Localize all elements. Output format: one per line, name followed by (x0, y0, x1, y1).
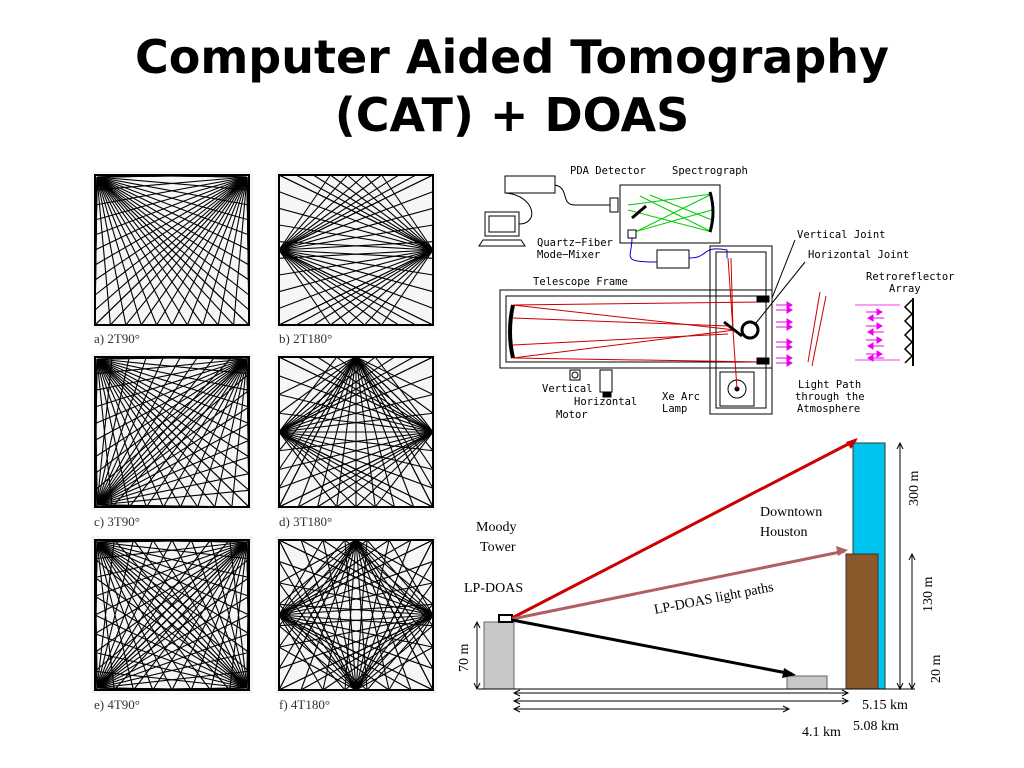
retroreflector-array (903, 299, 914, 364)
fiber-input (627, 229, 637, 239)
red-light-path (511, 438, 857, 620)
vertical-motor (569, 369, 581, 381)
moody-tower (483, 621, 515, 690)
ray-fan (278, 539, 434, 691)
retroreflector-beams (855, 304, 900, 361)
panel-border (94, 174, 250, 326)
label-motor-vertical: Vertical (542, 383, 593, 395)
label-motor-horizontal: Horizontal (574, 396, 637, 408)
label-mode-mixer: Mode−Mixer (537, 249, 600, 261)
label-xe-arc: Xe Arc (662, 391, 700, 403)
vertical-joint-leader (771, 239, 796, 299)
spectrograph-box (619, 184, 721, 244)
label-vertical-joint: Vertical Joint (797, 229, 886, 241)
building-brown (845, 553, 879, 690)
telescope-beams (512, 257, 767, 390)
monitor-cable (504, 192, 533, 225)
horizontal-motor-shaft (599, 369, 613, 393)
label-moody: Moody (476, 520, 516, 535)
title-line-1: Computer Aided Tomography (134, 30, 889, 84)
panel-caption-d: d) 3T180° (279, 514, 332, 529)
tomography-panel-f (275, 536, 437, 694)
panel-caption-a: a) 2T90° (94, 331, 140, 346)
label-4-1km: 4.1 km (802, 725, 841, 740)
mode-mixer-box (656, 249, 690, 269)
panel-border (278, 174, 434, 326)
label-300m: 300 m (907, 471, 922, 507)
atmosphere-line (807, 291, 821, 363)
lp-doas-instrument (498, 614, 513, 623)
label-tower: Tower (480, 540, 516, 555)
panel-border (94, 356, 250, 508)
ray-fan (94, 356, 250, 508)
panel-caption-c: c) 3T90° (94, 514, 140, 529)
panel-caption-e: e) 4T90° (94, 697, 140, 712)
horizontal-joint-ring (740, 320, 760, 340)
panel-background (275, 536, 437, 694)
label-houston: Houston (760, 525, 807, 540)
tomography-panel-b (275, 171, 437, 329)
panel-background (275, 171, 437, 329)
tomography-panel-e (91, 536, 253, 694)
label-70m: 70 m (457, 644, 472, 673)
telescope-frame (499, 289, 773, 369)
black-light-path (511, 618, 793, 676)
outgoing-light-arrows (776, 301, 793, 367)
label-motor: Motor (556, 409, 588, 421)
label-pda-detector: PDA Detector (570, 165, 646, 177)
label-light-path: Light Path (798, 379, 861, 391)
grating (631, 204, 647, 220)
data-cable (554, 184, 612, 206)
retroreflector-arrows (866, 308, 884, 362)
height-arrows (473, 441, 916, 691)
panel-border (278, 539, 434, 691)
primary-mirror (508, 304, 515, 359)
label-horizontal-joint: Horizontal Joint (808, 249, 909, 261)
pda-detector (609, 197, 619, 213)
label-retroreflector: Retroreflector (866, 271, 955, 283)
ray-fan (278, 174, 434, 326)
label-spectrograph: Spectrograph (672, 165, 748, 177)
label-atmosphere: Atmosphere (797, 403, 860, 415)
quartz-fiber (629, 237, 658, 263)
houston-diagram (473, 438, 916, 713)
slide-title: Computer Aided Tomography (CAT) + DOAS (0, 28, 1024, 144)
panel-caption-f: f) 4T180° (279, 697, 330, 712)
label-lp-doas: LP-DOAS (464, 581, 523, 596)
small-building (786, 675, 828, 690)
label-telescope-frame: Telescope Frame (533, 276, 628, 288)
panel-border (278, 356, 434, 508)
tomography-panels: a) 2T90° b) 2T180° c) 3T90° d) 3T180° e)… (91, 171, 437, 712)
instrument-schematic (478, 175, 914, 415)
tomography-panel-d (275, 353, 437, 511)
tomography-panel-a (91, 171, 253, 329)
label-lamp: Lamp (662, 403, 687, 415)
tomography-panel-c (91, 353, 253, 511)
label-5-15km: 5.15 km (862, 698, 908, 713)
distance-arrows (512, 689, 850, 713)
label-array: Array (889, 283, 921, 295)
spectrograph-beams (627, 193, 713, 233)
xe-lamp-housing (719, 371, 755, 407)
spectrograph-mirror (708, 191, 715, 233)
label-20m: 20 m (929, 655, 944, 684)
label-quartz-fiber: Quartz−Fiber (537, 237, 613, 249)
label-downtown: Downtown (760, 505, 822, 520)
horizontal-joint-leader (755, 261, 806, 324)
title-line-2: (CAT) + DOAS (334, 88, 690, 142)
computer-icon (478, 211, 526, 247)
brown-light-path (511, 549, 846, 621)
flat-mirror (723, 320, 743, 338)
fiber-to-telescope (688, 248, 728, 259)
label-through-the: through the (795, 391, 865, 403)
instrument-labels: PDA Detector Spectrograph Quartz−Fiber M… (533, 165, 955, 421)
panel-border (94, 539, 250, 691)
controller-box (504, 175, 556, 194)
label-130m: 130 m (921, 577, 936, 613)
panel-caption-b: b) 2T180° (279, 331, 332, 346)
ray-fan (278, 356, 434, 508)
vertical-joint-block (756, 295, 770, 303)
label-5-08km: 5.08 km (853, 719, 899, 734)
